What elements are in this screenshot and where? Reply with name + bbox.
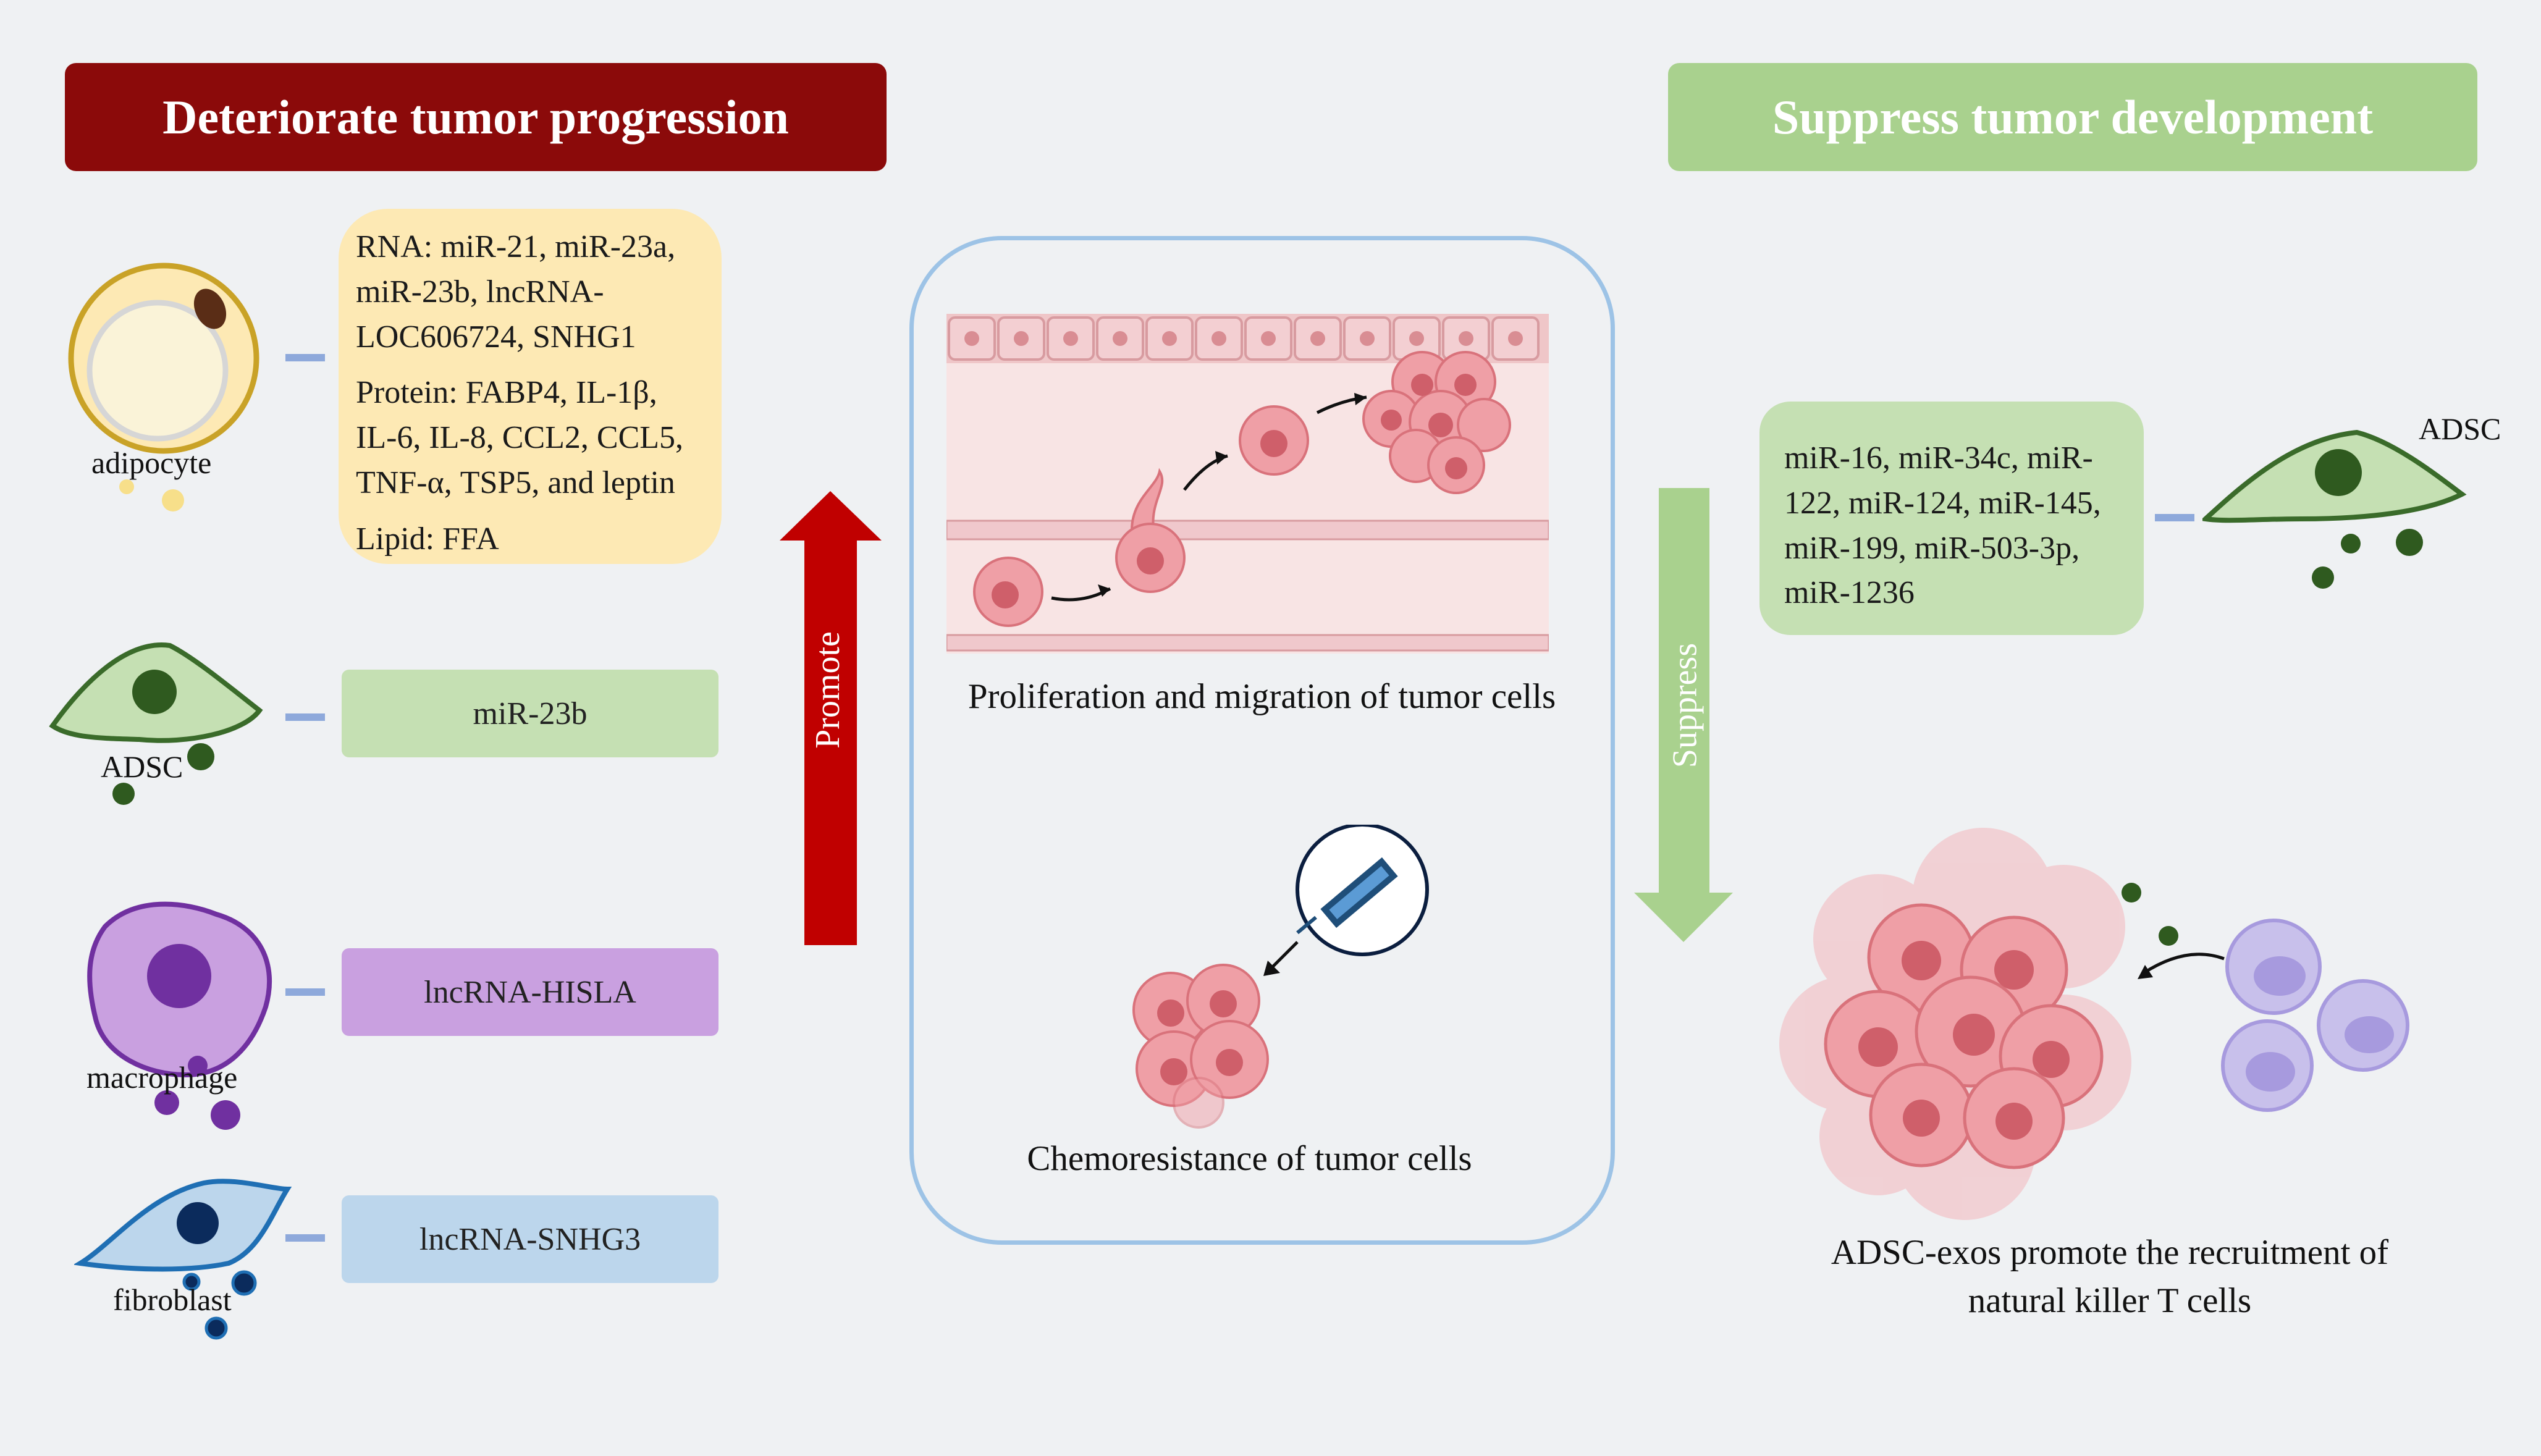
adipocyte-label: adipocyte: [91, 445, 212, 480]
macrophage-label: macrophage: [86, 1060, 238, 1095]
promote-label: Promote: [809, 631, 847, 749]
fibroblast-label: fibroblast: [113, 1282, 232, 1317]
chemoresistance-illustration: [1132, 825, 1429, 1129]
proliferation-caption: Proliferation and migration of tumor cel…: [967, 677, 1556, 716]
connector-adsc-right: [2155, 514, 2194, 521]
chemoresistance-caption: Chemoresistance of tumor cells: [1027, 1139, 1472, 1178]
macrophage-cargo: lncRNA-HISLA: [342, 948, 718, 1036]
adipocyte-rna-text: RNA: miR-21, miR-23a, miR-23b, lncRNA-LO…: [356, 229, 676, 355]
deteriorate-title: Deteriorate tumor progression: [162, 90, 789, 144]
adsc-right-label: ADSC: [2419, 411, 2501, 446]
tumor-nkt-illustration: [1779, 828, 2409, 1220]
adsc-left-icon: [49, 642, 263, 805]
nkt-caption-line2: natural killer T cells: [1968, 1281, 2252, 1320]
connector-adipocyte: [285, 354, 325, 361]
connector-macrophage: [285, 988, 325, 996]
suppress-banner: Suppress tumor development: [1668, 63, 2477, 171]
adipocyte-lipid-text: Lipid: FFA: [356, 521, 499, 557]
promote-arrow-icon: [780, 491, 882, 945]
adsc-mirna-list: miR-16, miR-34c, miR-122, miR-124, miR-1…: [1784, 440, 2101, 611]
adsc-left-cargo: miR-23b: [342, 670, 718, 757]
macrophage-icon: [87, 901, 272, 1130]
adsc-right-icon: [2202, 429, 2467, 589]
suppress-title: Suppress tumor development: [1772, 90, 2374, 144]
connector-fibroblast: [285, 1234, 325, 1242]
connector-adsc-left: [285, 713, 325, 721]
blood-vessel-illustration: [946, 314, 1549, 654]
deteriorate-banner: Deteriorate tumor progression: [65, 63, 887, 171]
tumor-effects-frame: [909, 236, 1615, 1245]
suppress-label: Suppress: [1666, 642, 1705, 768]
macrophage-cargo-text: lncRNA-HISLA: [424, 974, 636, 1010]
fibroblast-cargo-text: lncRNA-SNHG3: [419, 1221, 641, 1257]
suppress-arrow-icon: [1634, 488, 1733, 942]
nkt-caption-line1: ADSC-exos promote the recruitment of: [1831, 1233, 2389, 1272]
fibroblast-icon: [74, 1179, 292, 1340]
fibroblast-cargo: lncRNA-SNHG3: [342, 1195, 718, 1283]
adsc-mirna-box: miR-16, miR-34c, miR-122, miR-124, miR-1…: [1759, 402, 2144, 635]
adsc-left-cargo-text: miR-23b: [473, 696, 588, 731]
adipocyte-icon: [68, 263, 259, 511]
adsc-left-label: ADSC: [101, 749, 183, 784]
adipocyte-cargo-box: RNA: miR-21, miR-23a, miR-23b, lncRNA-LO…: [339, 209, 722, 564]
adipocyte-protein-text: Protein: FABP4, IL-1β, IL-6, IL-8, CCL2,…: [356, 375, 684, 500]
